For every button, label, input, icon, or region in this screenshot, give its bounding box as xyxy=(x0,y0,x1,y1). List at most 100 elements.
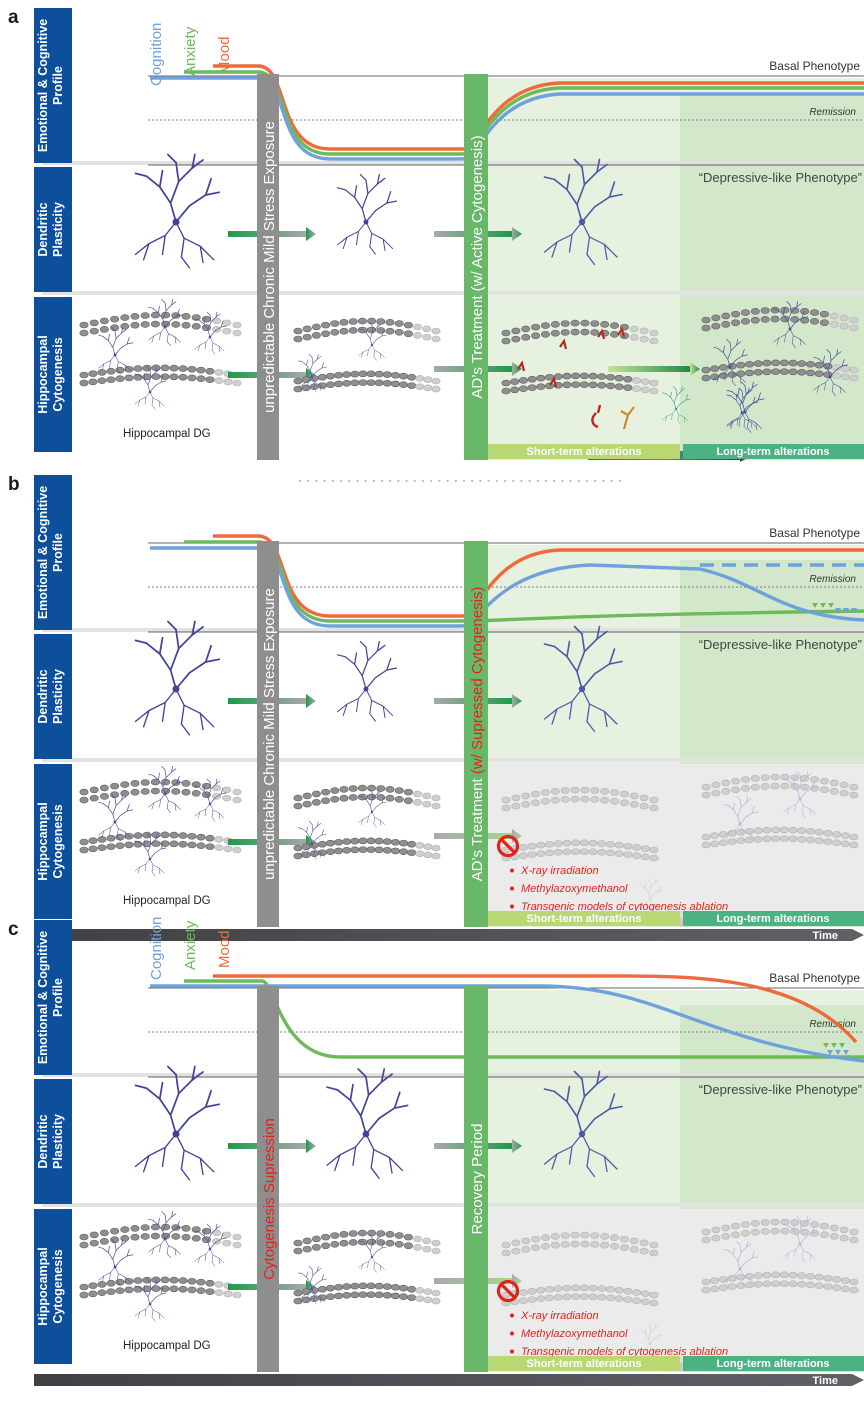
dg-cell xyxy=(810,318,820,325)
basal-phenotype-label: Basal Phenotype xyxy=(769,971,860,985)
dg-cell xyxy=(150,787,160,795)
dg-cell xyxy=(701,1236,711,1244)
dg-cell xyxy=(511,802,521,810)
dg-cell xyxy=(840,365,850,372)
dg-cell xyxy=(570,795,580,803)
dg-cell xyxy=(819,310,829,318)
dg-cell xyxy=(731,1222,741,1230)
dg-cell xyxy=(120,1226,130,1233)
dg-cell xyxy=(510,386,520,394)
dg-cell xyxy=(120,790,130,797)
dg-cell xyxy=(814,837,824,844)
dg-cell xyxy=(390,1283,400,1291)
ablation-method: Methylazoxymethanol xyxy=(521,1328,628,1340)
dg-cell xyxy=(501,337,511,345)
dg-cell xyxy=(325,1284,335,1292)
dg-cell xyxy=(205,376,215,383)
dg-cell xyxy=(560,1241,570,1248)
legend-cognition: Cognition xyxy=(148,23,165,86)
dg-cell xyxy=(106,1279,116,1287)
dg-cell xyxy=(403,330,413,338)
dg-cell xyxy=(413,1235,423,1243)
stress-bar xyxy=(257,74,279,460)
bullet-icon xyxy=(510,1331,514,1336)
dg-cell xyxy=(106,1288,116,1295)
dg-cell xyxy=(232,379,242,387)
dg-cell xyxy=(531,332,541,340)
dg-cell xyxy=(187,841,197,849)
dg-cell xyxy=(550,796,560,804)
dg-cell xyxy=(301,851,311,859)
dg-cell xyxy=(142,364,152,372)
dg-cell xyxy=(302,1245,312,1253)
dg-cell xyxy=(649,379,659,387)
dg-cell xyxy=(639,802,649,810)
dg-cell xyxy=(222,327,232,335)
dg-cell xyxy=(169,840,179,848)
dg-cell xyxy=(366,846,376,853)
dg-cell xyxy=(130,313,140,320)
dg-cell xyxy=(531,790,541,798)
dg-cell xyxy=(317,1294,327,1301)
dg-cell xyxy=(321,330,331,338)
dg-cell xyxy=(553,1293,563,1301)
granule-neuron-icon xyxy=(148,766,183,813)
dg-cell xyxy=(422,325,432,333)
dg-cell xyxy=(823,1274,833,1282)
dg-cell xyxy=(97,1289,107,1296)
dg-cell xyxy=(390,1292,400,1300)
dg-cell xyxy=(760,1228,770,1235)
dg-cell xyxy=(814,1282,824,1289)
dg-cell xyxy=(623,851,633,858)
dg-cell xyxy=(605,849,615,857)
dg-cell xyxy=(142,831,152,839)
row-label-dendritic-line1: Dendritic xyxy=(36,1114,50,1168)
dg-cell xyxy=(750,775,760,782)
dg-cell xyxy=(701,324,711,332)
dg-cell xyxy=(342,1283,352,1290)
dg-cell xyxy=(639,1247,649,1255)
dg-cell xyxy=(588,372,598,380)
short-term-bar xyxy=(488,444,680,459)
dg-cell xyxy=(711,789,721,797)
dg-cell xyxy=(771,1271,781,1279)
healthy-neuron-icon xyxy=(134,620,221,736)
dg-cell xyxy=(191,1226,201,1233)
faded-neuron-icon xyxy=(637,878,664,913)
dg-cell xyxy=(711,781,721,789)
separator-dot xyxy=(364,479,367,483)
dg-cell xyxy=(187,374,197,382)
dg-cell xyxy=(214,844,224,851)
dg-cell xyxy=(614,1286,624,1294)
granule-neuron-icon xyxy=(194,311,227,355)
dg-cell xyxy=(201,1227,211,1235)
dg-cell xyxy=(823,829,833,837)
dg-cell xyxy=(531,1244,541,1252)
dg-cell xyxy=(614,374,624,382)
dg-cell xyxy=(736,828,746,836)
granule-neuron-icon xyxy=(148,1211,183,1258)
dg-cell xyxy=(701,316,711,324)
dg-cell xyxy=(527,1287,537,1295)
dg-cell xyxy=(79,788,89,796)
dg-cell xyxy=(431,1239,441,1247)
dg-cell xyxy=(588,1293,598,1301)
dg-cell xyxy=(710,1285,720,1293)
dg-cell xyxy=(348,1239,358,1246)
time-axis xyxy=(34,929,852,941)
anxiety-marker-icon xyxy=(820,603,826,608)
dg-cell xyxy=(366,379,376,386)
dg-cell xyxy=(120,323,130,330)
dg-cell xyxy=(334,838,344,846)
dg-cell xyxy=(140,321,150,328)
dg-cell xyxy=(727,838,737,845)
dg-cell xyxy=(382,1291,392,1299)
dg-cell xyxy=(160,840,170,847)
dg-cell xyxy=(805,836,815,844)
dg-cell xyxy=(222,786,232,794)
dg-cell xyxy=(403,1233,413,1241)
maturation-arrow xyxy=(608,362,700,376)
dg-cell xyxy=(302,792,312,800)
dg-cell xyxy=(348,794,358,801)
dg-cell xyxy=(124,374,134,382)
